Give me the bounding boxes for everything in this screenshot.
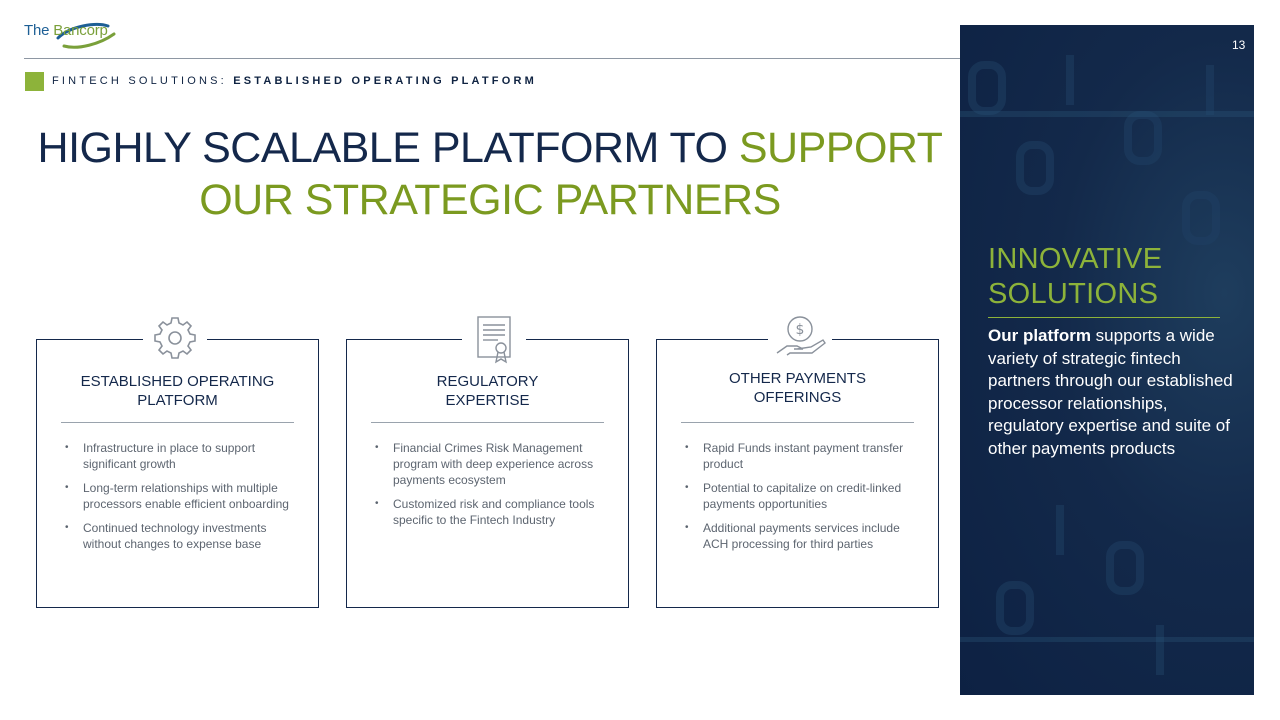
section-prefix: FINTECH SOLUTIONS:	[52, 75, 234, 87]
logo-wordmark: The Bancorp	[24, 22, 108, 39]
company-logo[interactable]: The Bancorp	[24, 14, 124, 52]
card-title-line1: ESTABLISHED OPERATING	[80, 373, 275, 390]
card-title: ESTABLISHED OPERATING PLATFORM	[37, 372, 318, 410]
side-title-line2: SOLUTIONS	[988, 278, 1159, 310]
side-body-text: supports a wide variety of strategic fin…	[988, 326, 1233, 458]
title-line2: OUR STRATEGIC PARTNERS	[199, 176, 781, 224]
card-regulatory-expertise: REGULATORY EXPERTISE Financial Crimes Ri…	[346, 339, 629, 608]
card-payments-offerings: OTHER PAYMENTS OFFERINGS Rapid Funds ins…	[656, 339, 939, 608]
gear-icon	[143, 315, 207, 365]
header-divider	[24, 58, 1250, 59]
side-panel-body: Our platform supports a wide variety of …	[988, 325, 1233, 460]
list-item: Infrastructure in place to support signi…	[65, 440, 293, 472]
side-body-bold: Our platform	[988, 326, 1091, 345]
list-item: Financial Crimes Risk Management program…	[375, 440, 603, 488]
logo-name: Bancorp	[53, 22, 108, 39]
list-item: Potential to capitalize on credit-linked…	[685, 480, 913, 512]
section-marker	[25, 72, 44, 91]
card-title-line2: EXPERTISE	[445, 392, 530, 409]
list-item: Rapid Funds instant payment transfer pro…	[685, 440, 913, 472]
logo-swoosh-icon	[56, 23, 116, 49]
card-operating-platform: ESTABLISHED OPERATING PLATFORM Infrastru…	[36, 339, 319, 608]
logo-prefix: The	[24, 22, 50, 39]
title-part-green: SUPPORT	[738, 124, 943, 172]
section-label: FINTECH SOLUTIONS: ESTABLISHED OPERATING…	[52, 75, 537, 87]
list-item: Continued technology investments without…	[65, 520, 293, 552]
card-bullet-list: Financial Crimes Risk Management program…	[373, 440, 603, 536]
hand-dollar-icon: $	[768, 315, 832, 365]
page-title: HIGHLY SCALABLE PLATFORM TO SUPPORT OUR …	[20, 122, 960, 226]
side-title-line1: INNOVATIVE	[988, 243, 1163, 275]
card-title: REGULATORY EXPERTISE	[347, 372, 628, 410]
card-title-line2: PLATFORM	[137, 392, 218, 409]
list-item: Long-term relationships with multiple pr…	[65, 480, 293, 512]
side-panel-divider	[988, 317, 1220, 318]
card-title-line1: REGULATORY	[436, 373, 539, 390]
list-item: Additional payments services include ACH…	[685, 520, 913, 552]
list-item: Customized risk and compliance tools spe…	[375, 496, 603, 528]
card-bullet-list: Infrastructure in place to support signi…	[63, 440, 293, 560]
section-emphasis: ESTABLISHED OPERATING PLATFORM	[233, 75, 537, 87]
card-divider	[371, 422, 604, 423]
card-title-line1: OTHER PAYMENTS	[729, 370, 866, 387]
title-part-navy: HIGHLY SCALABLE PLATFORM TO	[37, 124, 739, 172]
card-divider	[681, 422, 914, 423]
card-title-line2: OFFERINGS	[753, 389, 842, 406]
side-panel-title: INNOVATIVE SOLUTIONS	[988, 242, 1162, 312]
background-pattern	[960, 55, 1254, 675]
card-divider	[61, 422, 294, 423]
side-panel: INNOVATIVE SOLUTIONS Our platform suppor…	[960, 25, 1254, 695]
page-number: 13	[1232, 38, 1246, 52]
card-title: OTHER PAYMENTS OFFERINGS	[657, 369, 938, 407]
certificate-icon	[462, 315, 526, 365]
svg-text:$: $	[796, 322, 805, 338]
card-bullet-list: Rapid Funds instant payment transfer pro…	[683, 440, 913, 560]
